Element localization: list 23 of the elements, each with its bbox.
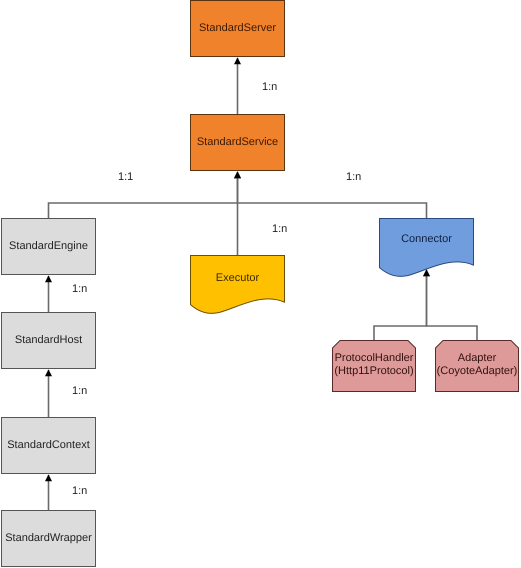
- edge-label: 1:n: [262, 81, 278, 93]
- edge-label: 1:n: [72, 283, 88, 295]
- edge-label: 1:n: [346, 171, 362, 183]
- node-label: StandardService: [196, 136, 280, 148]
- arrow: [45, 474, 52, 510]
- node-label: Adapter (CoyoteAdapter): [436, 352, 518, 378]
- node-label: StandardServer: [198, 22, 278, 34]
- node-label: StandardEngine: [8, 240, 89, 252]
- node-label: StandardWrapper: [4, 532, 93, 544]
- node-label: Executor: [214, 272, 260, 285]
- arrow: [45, 275, 52, 312]
- edge-label: 1:n: [272, 223, 288, 235]
- node-label: ProtocolHandler (Http11Protocol): [333, 352, 415, 378]
- arrow: [45, 369, 52, 417]
- arrow: [234, 57, 241, 114]
- node-label: StandardHost: [14, 334, 84, 346]
- arrow: [234, 171, 428, 218]
- node-label: Connector: [400, 232, 453, 246]
- edge-label: 1:1: [118, 171, 134, 183]
- node-label: StandardContext: [6, 438, 91, 452]
- edge-label: 1:n: [72, 485, 88, 497]
- arrow: [423, 269, 478, 340]
- edge-label: 1:n: [72, 385, 88, 397]
